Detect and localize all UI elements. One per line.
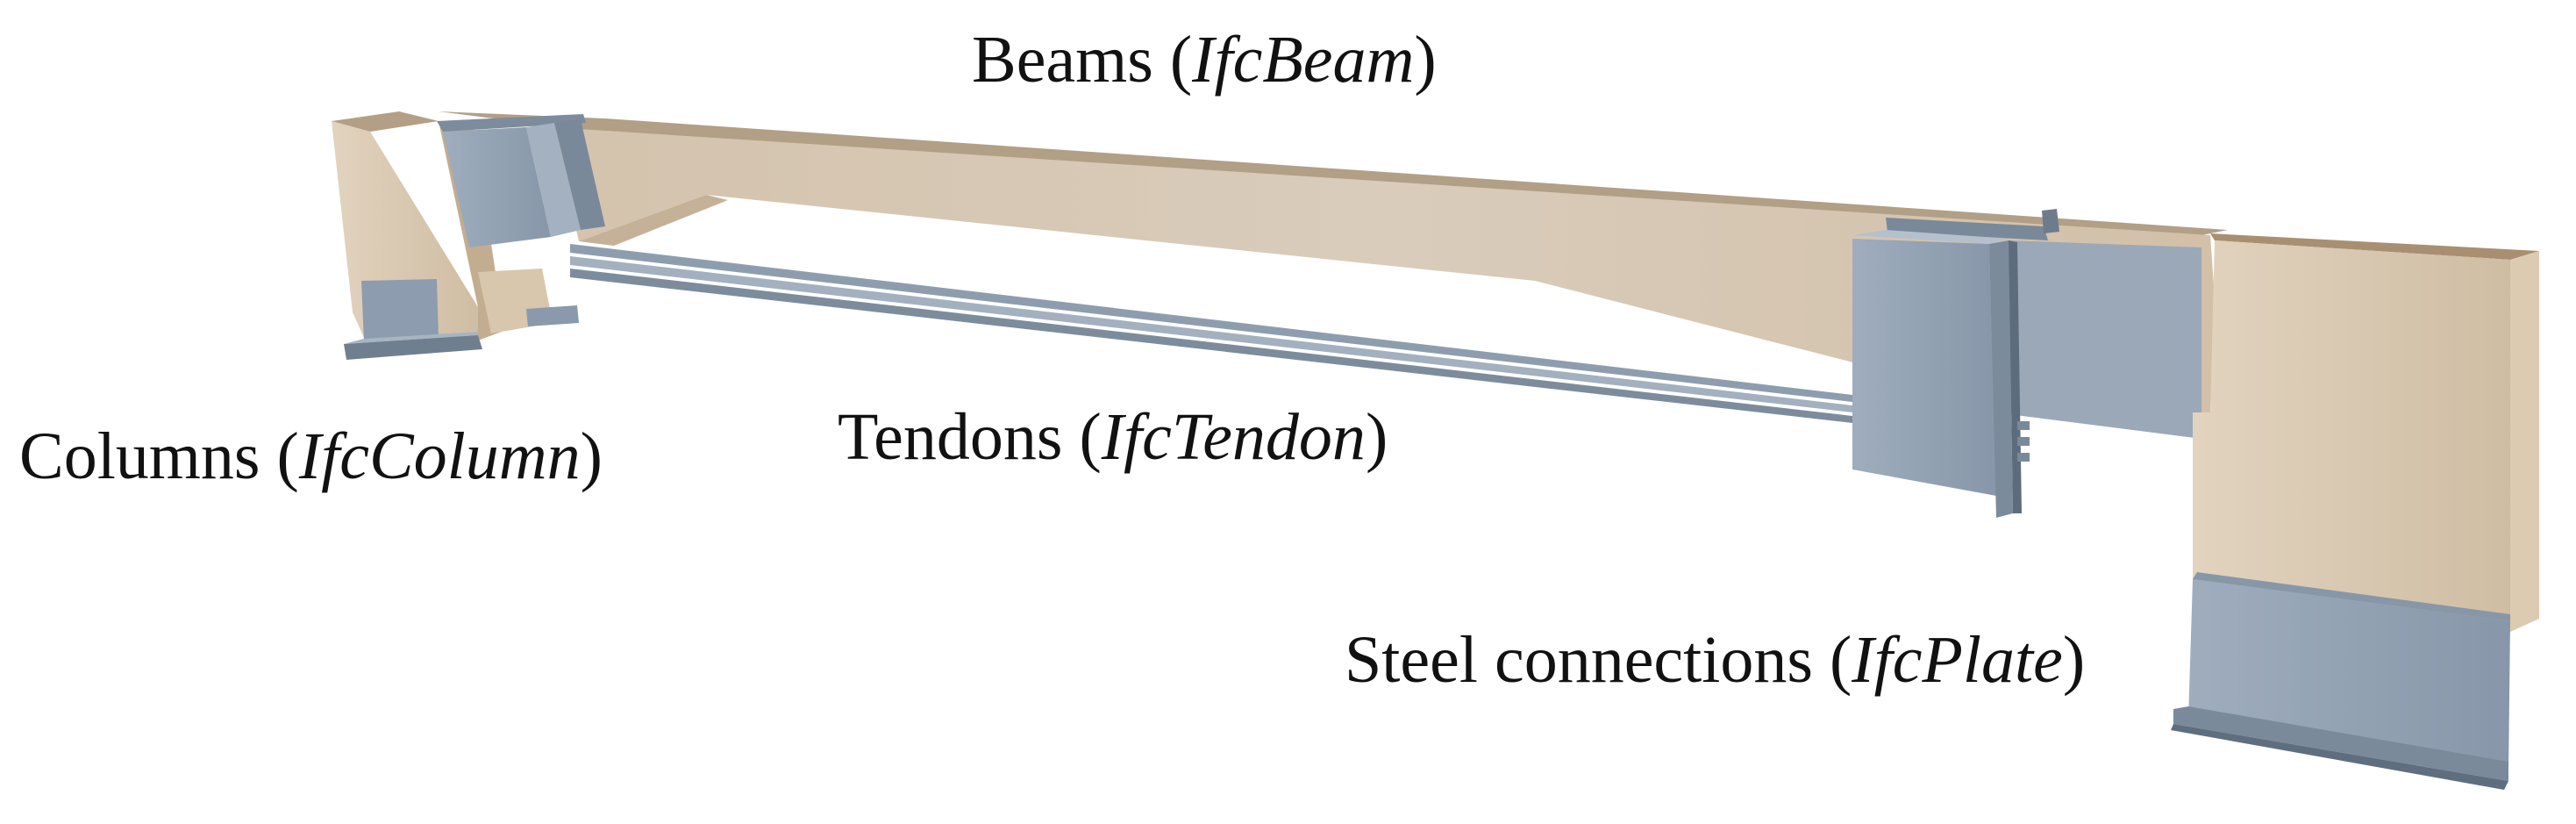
- right-base-plate-upright-top: [2193, 572, 2510, 621]
- tendon-3: [570, 269, 1852, 423]
- left-column-base-plate: [344, 279, 579, 360]
- right-base-plate-flange: [2173, 706, 2508, 781]
- right-connection-bolt-1: [2017, 421, 2030, 430]
- beam-top-face: [439, 111, 2228, 237]
- left-connection-plate-front: [443, 127, 551, 247]
- tendons-label-name: Tendons: [838, 400, 1063, 474]
- columns-label-name: Columns: [19, 419, 260, 493]
- left-connection-fin: [554, 119, 605, 230]
- tendons: [570, 244, 1852, 423]
- left-steel-connection: [437, 114, 605, 247]
- left-base-plate-small: [526, 305, 579, 326]
- beam-underside-shadow: [579, 195, 728, 246]
- columns-label: Columns (IfcColumn): [19, 419, 603, 493]
- beam-front-face: [553, 127, 2215, 412]
- left-base-plate-flange: [344, 335, 482, 360]
- right-connection-plate-rear-top: [1886, 218, 2048, 240]
- right-column-base-plate: [2171, 572, 2510, 790]
- columns-label-ifc-class: IfcColumn: [298, 419, 581, 493]
- left-connection-plate-side: [526, 123, 581, 237]
- right-connection-plate-rear: [2009, 240, 2201, 439]
- steel-connections-label-name: Steel connections: [1345, 623, 1813, 697]
- right-connection-bolt-2: [2017, 437, 2030, 446]
- right-steel-connection: [1852, 209, 2201, 518]
- right-connection-cap: [2042, 209, 2059, 233]
- tendons-label: Tendons (IfcTendon): [838, 400, 1388, 474]
- beams-label-name: Beams: [972, 23, 1153, 97]
- right-connection-bolt-3: [2017, 453, 2030, 462]
- beams-label-ifc-class: IfcBeam: [1192, 23, 1415, 97]
- tendon-1: [570, 244, 1852, 402]
- tendon-2: [570, 256, 1852, 412]
- right-column-side: [2510, 251, 2539, 632]
- left-base-plate-flange-top: [344, 332, 478, 344]
- right-connection-main-plate: [1852, 239, 1996, 496]
- left-connection-plate-top: [437, 114, 586, 132]
- right-connection-main-plate-top: [1852, 230, 2009, 244]
- beams-label: Beams (IfcBeam): [972, 23, 1437, 97]
- right-connection-fin: [1989, 240, 2013, 518]
- left-base-plate-upright: [361, 279, 439, 342]
- tendons-label-ifc-class: IfcTendon: [1101, 400, 1366, 474]
- beam: [439, 111, 2228, 412]
- right-column-top: [2210, 233, 2539, 260]
- left-column-top: [332, 111, 439, 132]
- steel-connections-label: Steel connections (IfcPlate): [1345, 623, 2086, 697]
- right-column-front: [2193, 240, 2510, 632]
- right-column: [2193, 233, 2539, 632]
- right-base-plate-flange-edge: [2171, 724, 2508, 790]
- steel-connections-label-ifc-class: IfcPlate: [1852, 623, 2063, 697]
